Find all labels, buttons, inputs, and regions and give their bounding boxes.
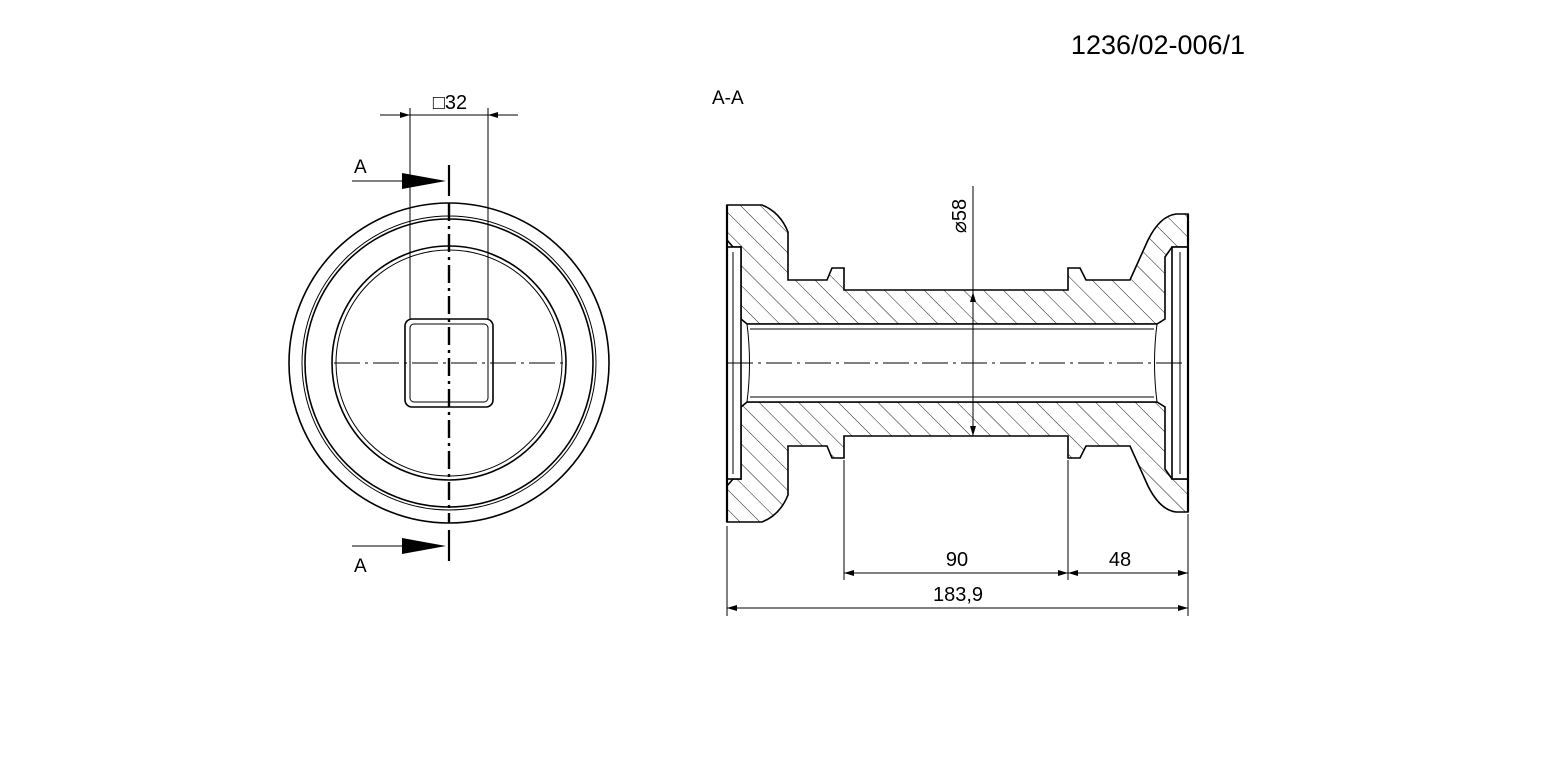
cut-arrow-top-head — [402, 173, 446, 189]
section-label: A-A — [712, 88, 744, 109]
dim-text-overall: 183,9 — [933, 584, 983, 606]
dim-text-90: 90 — [946, 549, 968, 571]
dim-text-48: 48 — [1109, 549, 1131, 571]
section-upper-half — [726, 204, 1189, 325]
cut-label-top: A — [354, 157, 367, 178]
diameter-dim-text: ⌀58 — [949, 199, 971, 233]
square-dim-text: □32 — [433, 92, 467, 114]
front-view: A A □32 — [288, 92, 610, 577]
section-lower-half — [726, 401, 1189, 523]
drawing-number: 1236/02-006/1 — [1071, 30, 1245, 60]
bore-right-chamfer — [1154, 323, 1158, 403]
cut-label-bottom: A — [354, 556, 367, 577]
cut-arrow-bottom-head — [402, 538, 446, 554]
section-view: ⌀58 90 48 183,9 — [725, 186, 1190, 616]
